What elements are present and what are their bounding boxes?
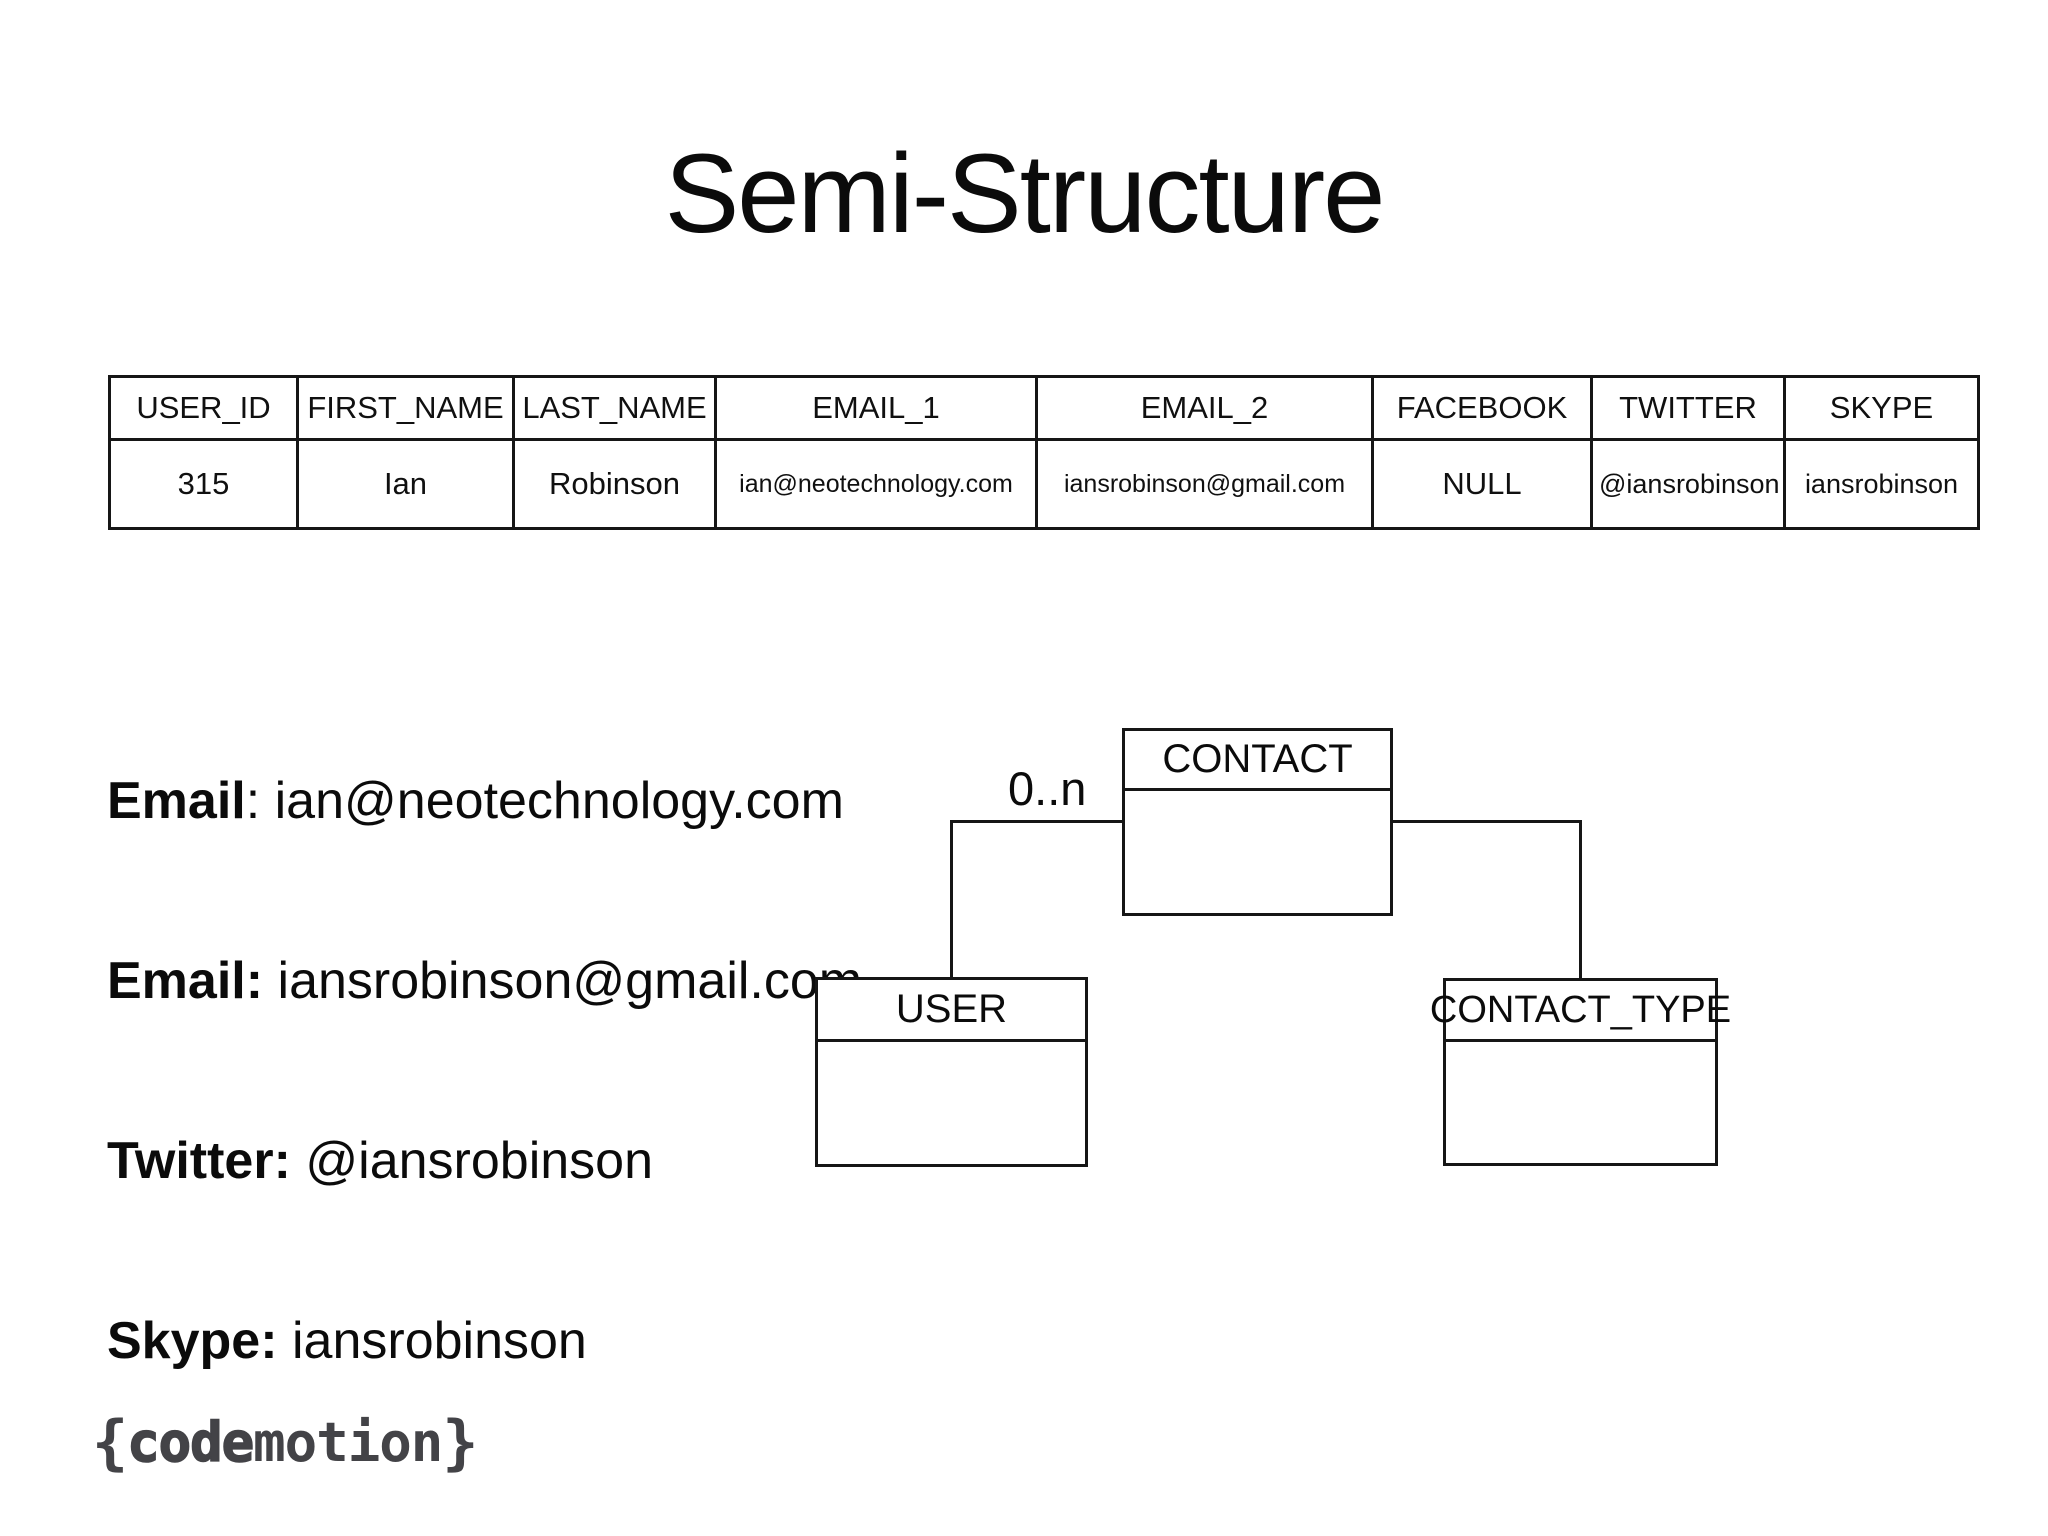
list-item-skype: Skype: iansrobinson bbox=[107, 1311, 862, 1371]
entity-user: USER bbox=[815, 977, 1088, 1167]
table-header-row: USER_ID FIRST_NAME LAST_NAME EMAIL_1 EMA… bbox=[108, 375, 1980, 441]
logo-open-brace: { bbox=[92, 1408, 128, 1478]
column-header-email-2: EMAIL_2 bbox=[1035, 375, 1374, 441]
cell-facebook: NULL bbox=[1371, 438, 1593, 530]
list-item-value: iansrobinson@gmail.com bbox=[263, 952, 863, 1010]
connector-user-contact-horizontal bbox=[950, 820, 1122, 823]
cell-user-id: 315 bbox=[108, 438, 299, 530]
connector-user-contact-vertical bbox=[950, 820, 953, 980]
list-item-value: iansrobinson bbox=[277, 1312, 587, 1370]
cell-first-name: Ian bbox=[296, 438, 515, 530]
cell-email-2: iansrobinson@gmail.com bbox=[1035, 438, 1374, 530]
list-item-label: Email: bbox=[107, 952, 264, 1010]
list-item-value: @iansrobinson bbox=[290, 1132, 654, 1190]
entity-user-title: USER bbox=[818, 980, 1085, 1042]
cell-email-1: ian@neotechnology.com bbox=[714, 438, 1038, 530]
column-header-user-id: USER_ID bbox=[108, 375, 299, 441]
list-item-label: Twitter: bbox=[107, 1132, 291, 1190]
list-item-email-1: Email: ian@neotechnology.com bbox=[107, 771, 862, 831]
column-header-first-name: FIRST_NAME bbox=[296, 375, 515, 441]
entity-contact: CONTACT bbox=[1122, 728, 1393, 916]
entity-contact-title: CONTACT bbox=[1125, 731, 1390, 791]
column-header-facebook: FACEBOOK bbox=[1371, 375, 1593, 441]
logo-close-brace: } bbox=[442, 1408, 478, 1478]
list-item-label: Email bbox=[107, 772, 246, 830]
cell-twitter: @iansrobinson bbox=[1590, 438, 1786, 530]
cell-skype: iansrobinson bbox=[1783, 438, 1980, 530]
list-item-label: Skype: bbox=[107, 1312, 278, 1370]
entity-contact-type-title: CONTACT_TYPE bbox=[1430, 981, 1731, 1042]
table-row: 315 Ian Robinson ian@neotechnology.com i… bbox=[108, 438, 1980, 530]
list-item-value: : ian@neotechnology.com bbox=[245, 772, 844, 830]
user-record-table: USER_ID FIRST_NAME LAST_NAME EMAIL_1 EMA… bbox=[108, 375, 1980, 530]
logo-light-part: motion bbox=[253, 1411, 443, 1474]
cell-last-name: Robinson bbox=[512, 438, 717, 530]
connector-contacttype-contact-horizontal bbox=[1392, 820, 1582, 823]
column-header-email-1: EMAIL_1 bbox=[714, 375, 1038, 441]
column-header-last-name: LAST_NAME bbox=[512, 375, 717, 441]
connector-contacttype-contact-vertical bbox=[1579, 820, 1582, 981]
multiplicity-label: 0..n bbox=[1008, 762, 1087, 815]
codemotion-logo: {codemotion} bbox=[92, 1411, 478, 1475]
list-item-twitter: Twitter: @iansrobinson bbox=[107, 1131, 862, 1191]
column-header-twitter: TWITTER bbox=[1590, 375, 1786, 441]
entity-contact-type: CONTACT_TYPE bbox=[1430, 978, 1731, 1166]
logo-bold-part: code bbox=[126, 1411, 255, 1475]
column-header-skype: SKYPE bbox=[1783, 375, 1980, 441]
list-item-email-2: Email: iansrobinson@gmail.com bbox=[107, 951, 862, 1011]
slide-title: Semi-Structure bbox=[664, 131, 1386, 256]
contact-details-list: Email: ian@neotechnology.com Email: ians… bbox=[107, 651, 862, 1491]
